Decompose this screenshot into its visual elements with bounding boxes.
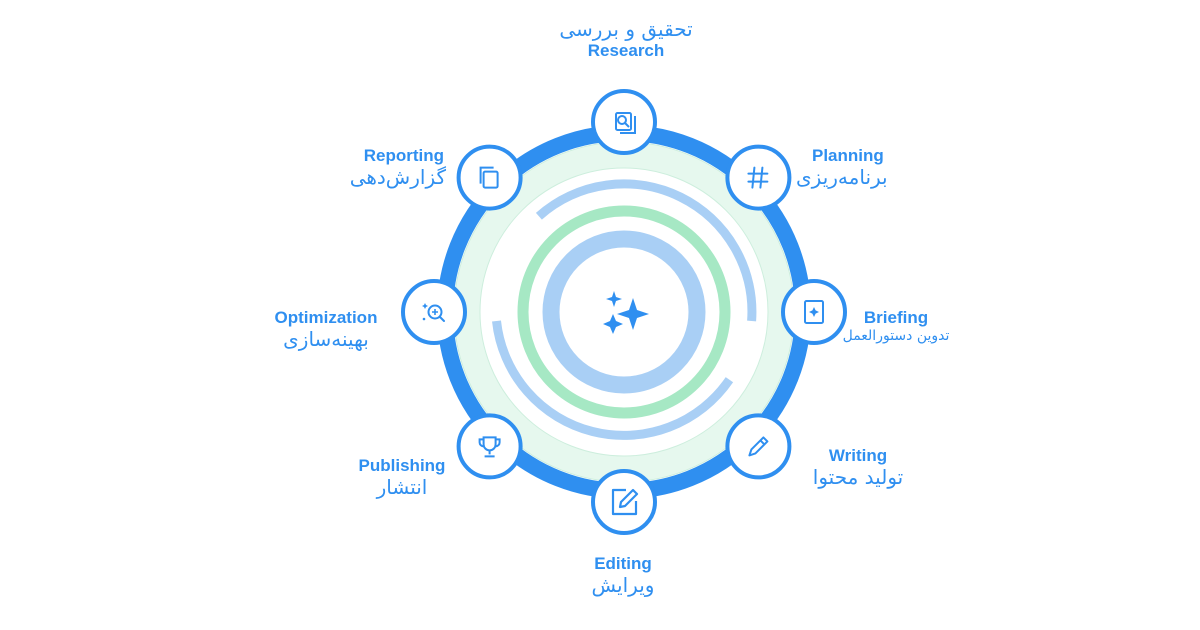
node-reporting	[456, 144, 523, 211]
label-planning-fa: برنامه‌ریزی	[796, 164, 888, 189]
node-optimization	[401, 279, 467, 345]
label-reporting-fa: گزارش‌دهی	[349, 164, 446, 189]
arc-light-blue-bottom	[492, 320, 734, 440]
label-editing-en: Editing	[594, 554, 652, 573]
label-briefing-en: Briefing	[863, 308, 929, 327]
trophy-icon	[478, 436, 501, 458]
label-optimization-en: Optimization	[274, 308, 378, 327]
inner-blue-ring	[542, 230, 706, 394]
label-writing-en: Writing	[828, 446, 888, 465]
edit-square-icon	[611, 488, 639, 516]
node-circle-writing	[725, 413, 792, 480]
mint-band-outline-inner	[479, 167, 769, 457]
label-writing: Writing تولید محتوا	[796, 446, 920, 489]
label-research-fa: تحقیق و بررسی	[559, 17, 693, 41]
node-publishing	[456, 413, 523, 480]
label-publishing-fa: انتشار	[376, 474, 428, 499]
zoom-sparkle-icon	[422, 303, 445, 322]
brief-document-icon	[804, 300, 824, 324]
label-planning: Planning برنامه‌ریزی	[796, 146, 926, 189]
node-circle-editing	[591, 469, 657, 535]
label-briefing-fa: تدوین دستورالعمل	[842, 327, 950, 344]
node-planning	[725, 144, 792, 211]
label-optimization-fa: بهینه‌سازی	[283, 326, 369, 351]
label-research-en: Research	[587, 41, 665, 60]
node-research	[591, 89, 657, 155]
label-reporting-en: Reporting	[363, 146, 444, 165]
node-circle-research	[591, 89, 657, 155]
node-briefing	[781, 279, 847, 345]
node-writing	[725, 413, 792, 480]
label-publishing-en: Publishing	[358, 456, 446, 475]
arc-light-blue-top	[535, 179, 757, 322]
node-circle-reporting	[456, 144, 523, 211]
label-writing-fa: تولید محتوا	[812, 464, 904, 489]
node-circle-publishing	[456, 413, 523, 480]
label-reporting: Reporting گزارش‌دهی	[300, 146, 446, 189]
label-editing-fa: ویرایش	[591, 572, 655, 597]
hash-icon	[747, 166, 769, 189]
label-optimization: Optimization بهینه‌سازی	[258, 308, 394, 351]
copy-pages-icon	[479, 166, 499, 189]
label-editing: Editing ویرایش	[548, 554, 698, 597]
pencil-icon	[748, 436, 769, 457]
inner-mint-ring	[517, 205, 731, 419]
label-research: تحقیق و بررسی Research	[526, 18, 726, 61]
node-circle-planning	[725, 144, 792, 211]
label-planning-en: Planning	[812, 146, 884, 165]
label-briefing: Briefing تدوین دستورالعمل	[826, 308, 966, 344]
node-editing	[591, 469, 657, 535]
sparkles-icon	[603, 291, 649, 334]
document-search-icon	[615, 112, 636, 134]
label-publishing: Publishing انتشار	[342, 456, 462, 499]
